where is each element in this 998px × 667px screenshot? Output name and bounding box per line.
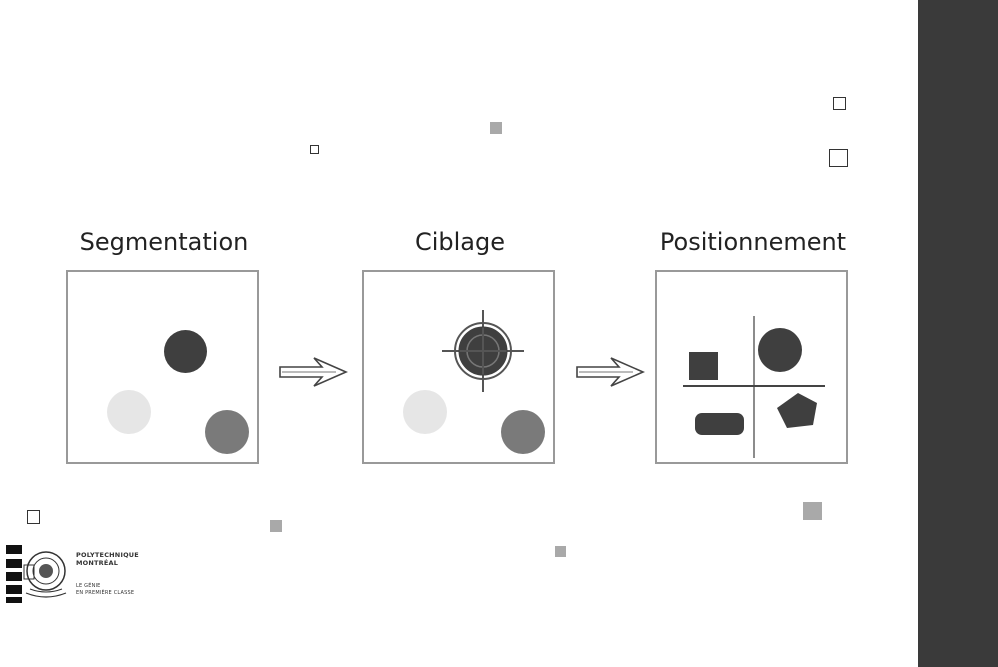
light-segment-circle (403, 390, 447, 434)
decorative-square (833, 97, 846, 110)
dark-side-bar (918, 0, 998, 667)
stage-title-ciblage: Ciblage (414, 228, 506, 256)
positioning-map (683, 316, 825, 458)
mid-segment-circle (501, 410, 545, 454)
arrow-icon (576, 357, 645, 387)
stage-title-positionnement: Positionnement (659, 228, 847, 256)
crosshair-target-icon (442, 310, 524, 392)
positionnement-panel (655, 270, 848, 464)
seal-icon (6, 545, 67, 603)
logo-tagline-line2: EN PREMIÈRE CLASSE (76, 590, 135, 596)
circle-shape (758, 328, 802, 372)
decorative-square (829, 149, 848, 167)
arrow-icon (279, 357, 348, 387)
decorative-square (27, 510, 40, 524)
rounded-rect-shape (695, 413, 744, 435)
decorative-square (803, 502, 822, 520)
stage-title-segmentation: Segmentation (79, 228, 249, 256)
light-segment-circle (107, 390, 151, 434)
pentagon-shape (777, 393, 817, 428)
logo-name-line2: MONTRÉAL (76, 559, 119, 567)
square-shape (689, 352, 718, 380)
decorative-square (270, 520, 282, 532)
mid-segment-circle (205, 410, 249, 454)
ciblage-panel (362, 270, 555, 464)
segmentation-panel (66, 270, 259, 464)
logo-name-line1: POLYTECHNIQUE (76, 551, 139, 559)
dark-segment-circle (164, 330, 207, 373)
decorative-square (490, 122, 502, 134)
polytechnique-montreal-logo: POLYTECHNIQUE MONTRÉAL LE GÉNIE EN PREMI… (6, 545, 139, 603)
decorative-square (555, 546, 566, 557)
logo-tagline-line1: LE GÉNIE (76, 583, 101, 589)
decorative-square (310, 145, 319, 154)
